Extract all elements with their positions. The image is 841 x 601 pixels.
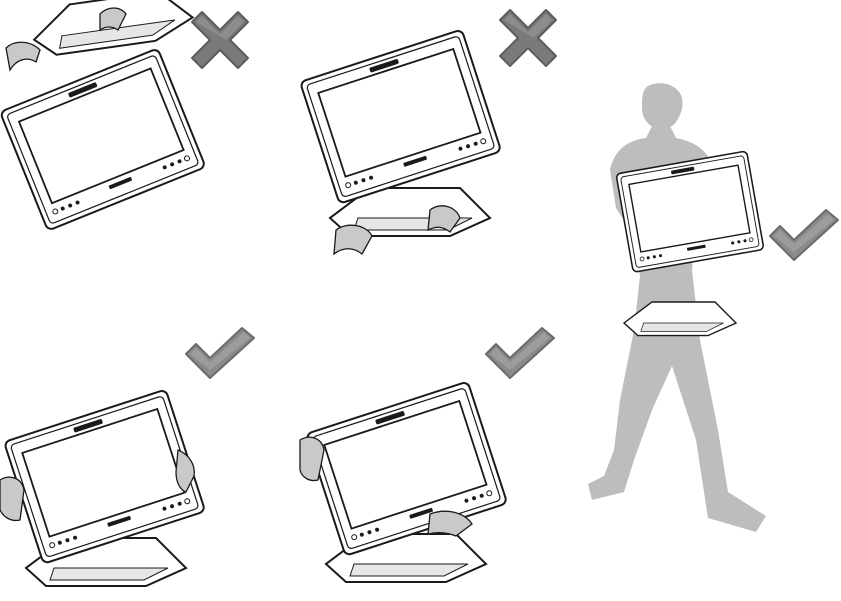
monitor-side-grip-illustration [0,350,200,600]
checkmark-icon [768,210,840,266]
monitor-tilted-illustration [0,0,200,280]
cross-icon [496,6,560,70]
panel-top-edge-grip [0,0,200,280]
panel-carrying-person [580,80,780,550]
panel-side-grip [0,350,200,600]
person-carrying-monitor-illustration [580,80,780,550]
monitor-side-bottom-grip-illustration [296,344,496,600]
monitor-on-stand-illustration [290,10,490,280]
cross-icon [188,8,252,72]
panel-side-bottom-grip [296,344,496,600]
checkmark-icon [184,328,256,384]
checkmark-icon [484,328,556,384]
panel-stand-grip [290,10,490,280]
